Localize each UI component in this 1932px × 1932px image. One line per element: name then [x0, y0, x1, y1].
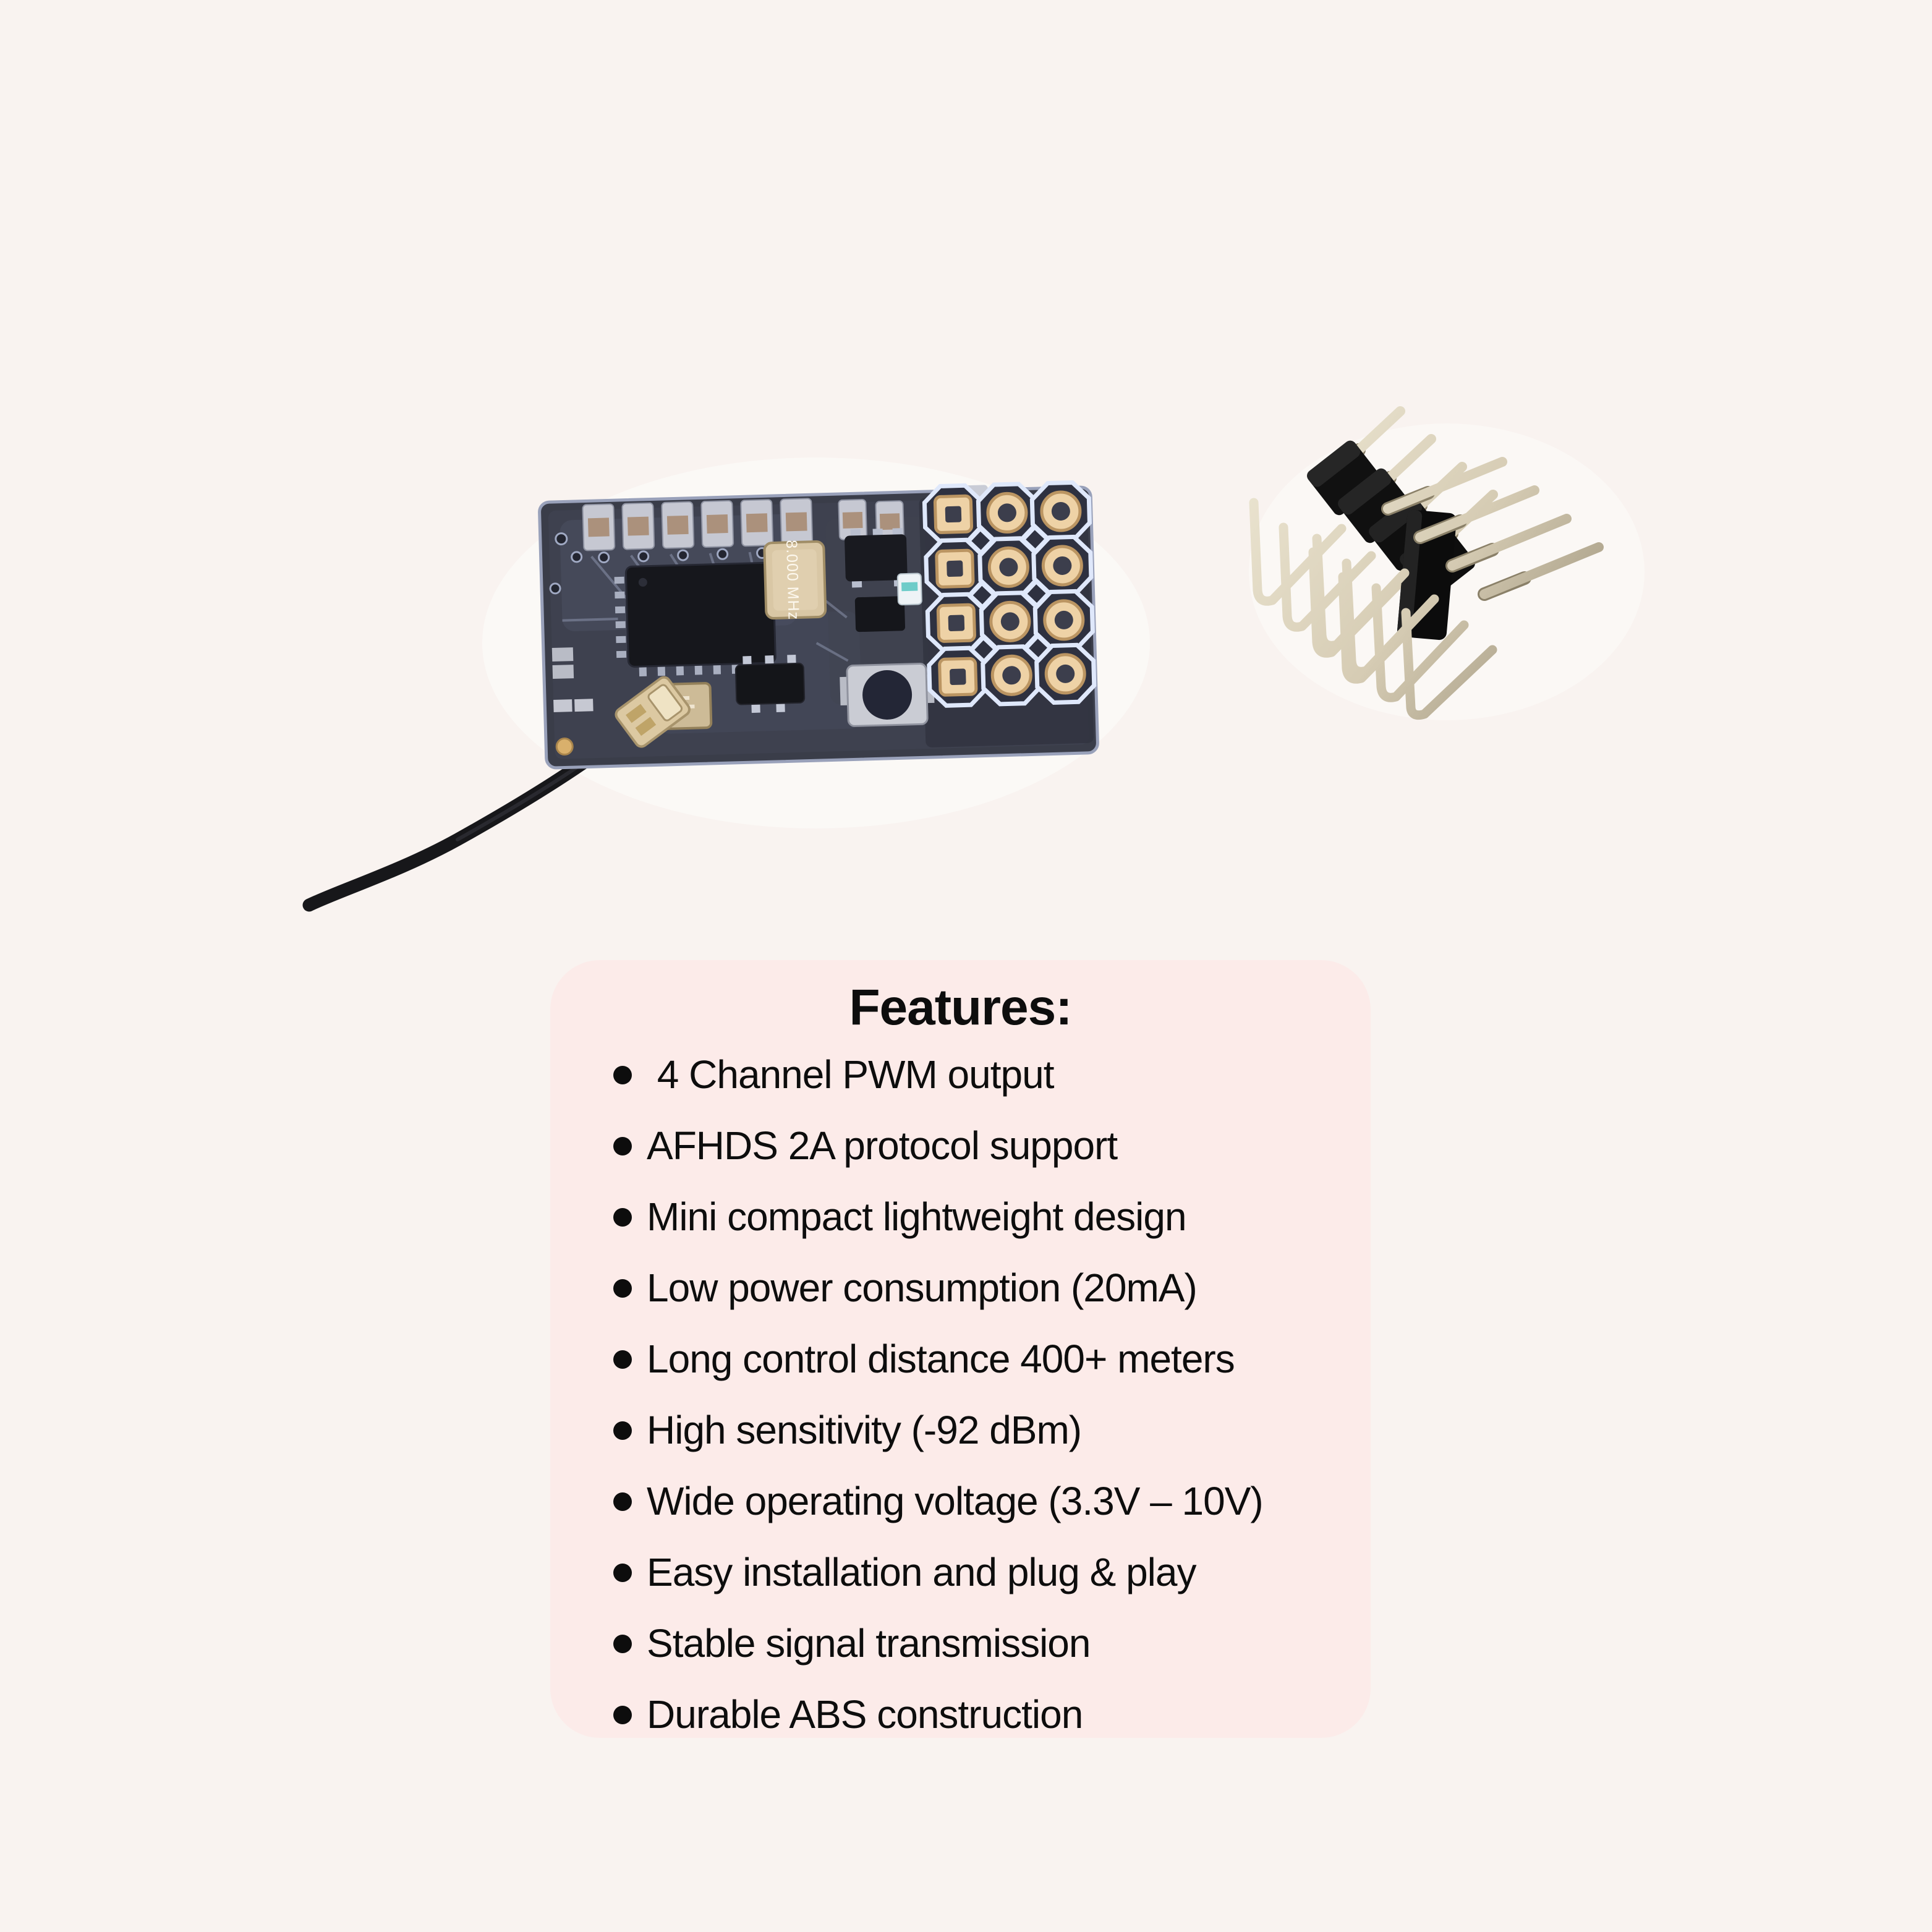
feature-item: Durable ABS construction — [612, 1679, 1346, 1750]
feature-item: High sensitivity (-92 dBm) — [612, 1395, 1346, 1466]
smd-capacitor-row — [582, 498, 904, 551]
features-card: Features: 4 Channel PWM output AFHDS 2A … — [550, 960, 1371, 1738]
regulator-chip — [734, 655, 806, 713]
ufl-antenna-connector — [615, 676, 691, 748]
feature-item: Easy installation and plug & play — [612, 1537, 1346, 1608]
bind-button — [840, 662, 935, 727]
pin-header-photo — [1249, 406, 1645, 720]
header-pins-front — [1381, 457, 1604, 601]
crystal-oscillator: 8.000 MHz — [763, 540, 827, 621]
servo-pad-grid — [922, 480, 1097, 708]
feature-item: 4 Channel PWM output — [612, 1039, 1346, 1110]
feature-item: Mini compact lightweight design — [612, 1181, 1346, 1253]
features-title: Features: — [849, 979, 1072, 1036]
feature-item: Stable signal transmission — [612, 1608, 1346, 1679]
receiver-module-photo: 8.000 MHz — [302, 457, 1150, 912]
status-led — [896, 572, 922, 606]
feature-item: Wide operating voltage (3.3V – 10V) — [612, 1466, 1346, 1537]
crystal-label: 8.000 MHz — [783, 540, 802, 621]
edge-components — [551, 647, 594, 756]
feature-item: Long control distance 400+ meters — [612, 1324, 1346, 1395]
main-ic-chip — [614, 561, 777, 677]
features-list: 4 Channel PWM output AFHDS 2A protocol s… — [550, 1039, 1371, 1750]
sot-package — [845, 528, 908, 632]
receiver-board: 8.000 MHz — [538, 480, 1099, 770]
header-bent-legs-back — [1249, 498, 1436, 684]
feature-item: AFHDS 2A protocol support — [612, 1110, 1346, 1181]
feature-item: Low power consumption (20mA) — [612, 1253, 1346, 1324]
header-bent-legs-front — [1312, 534, 1497, 720]
via-dots — [549, 532, 768, 595]
